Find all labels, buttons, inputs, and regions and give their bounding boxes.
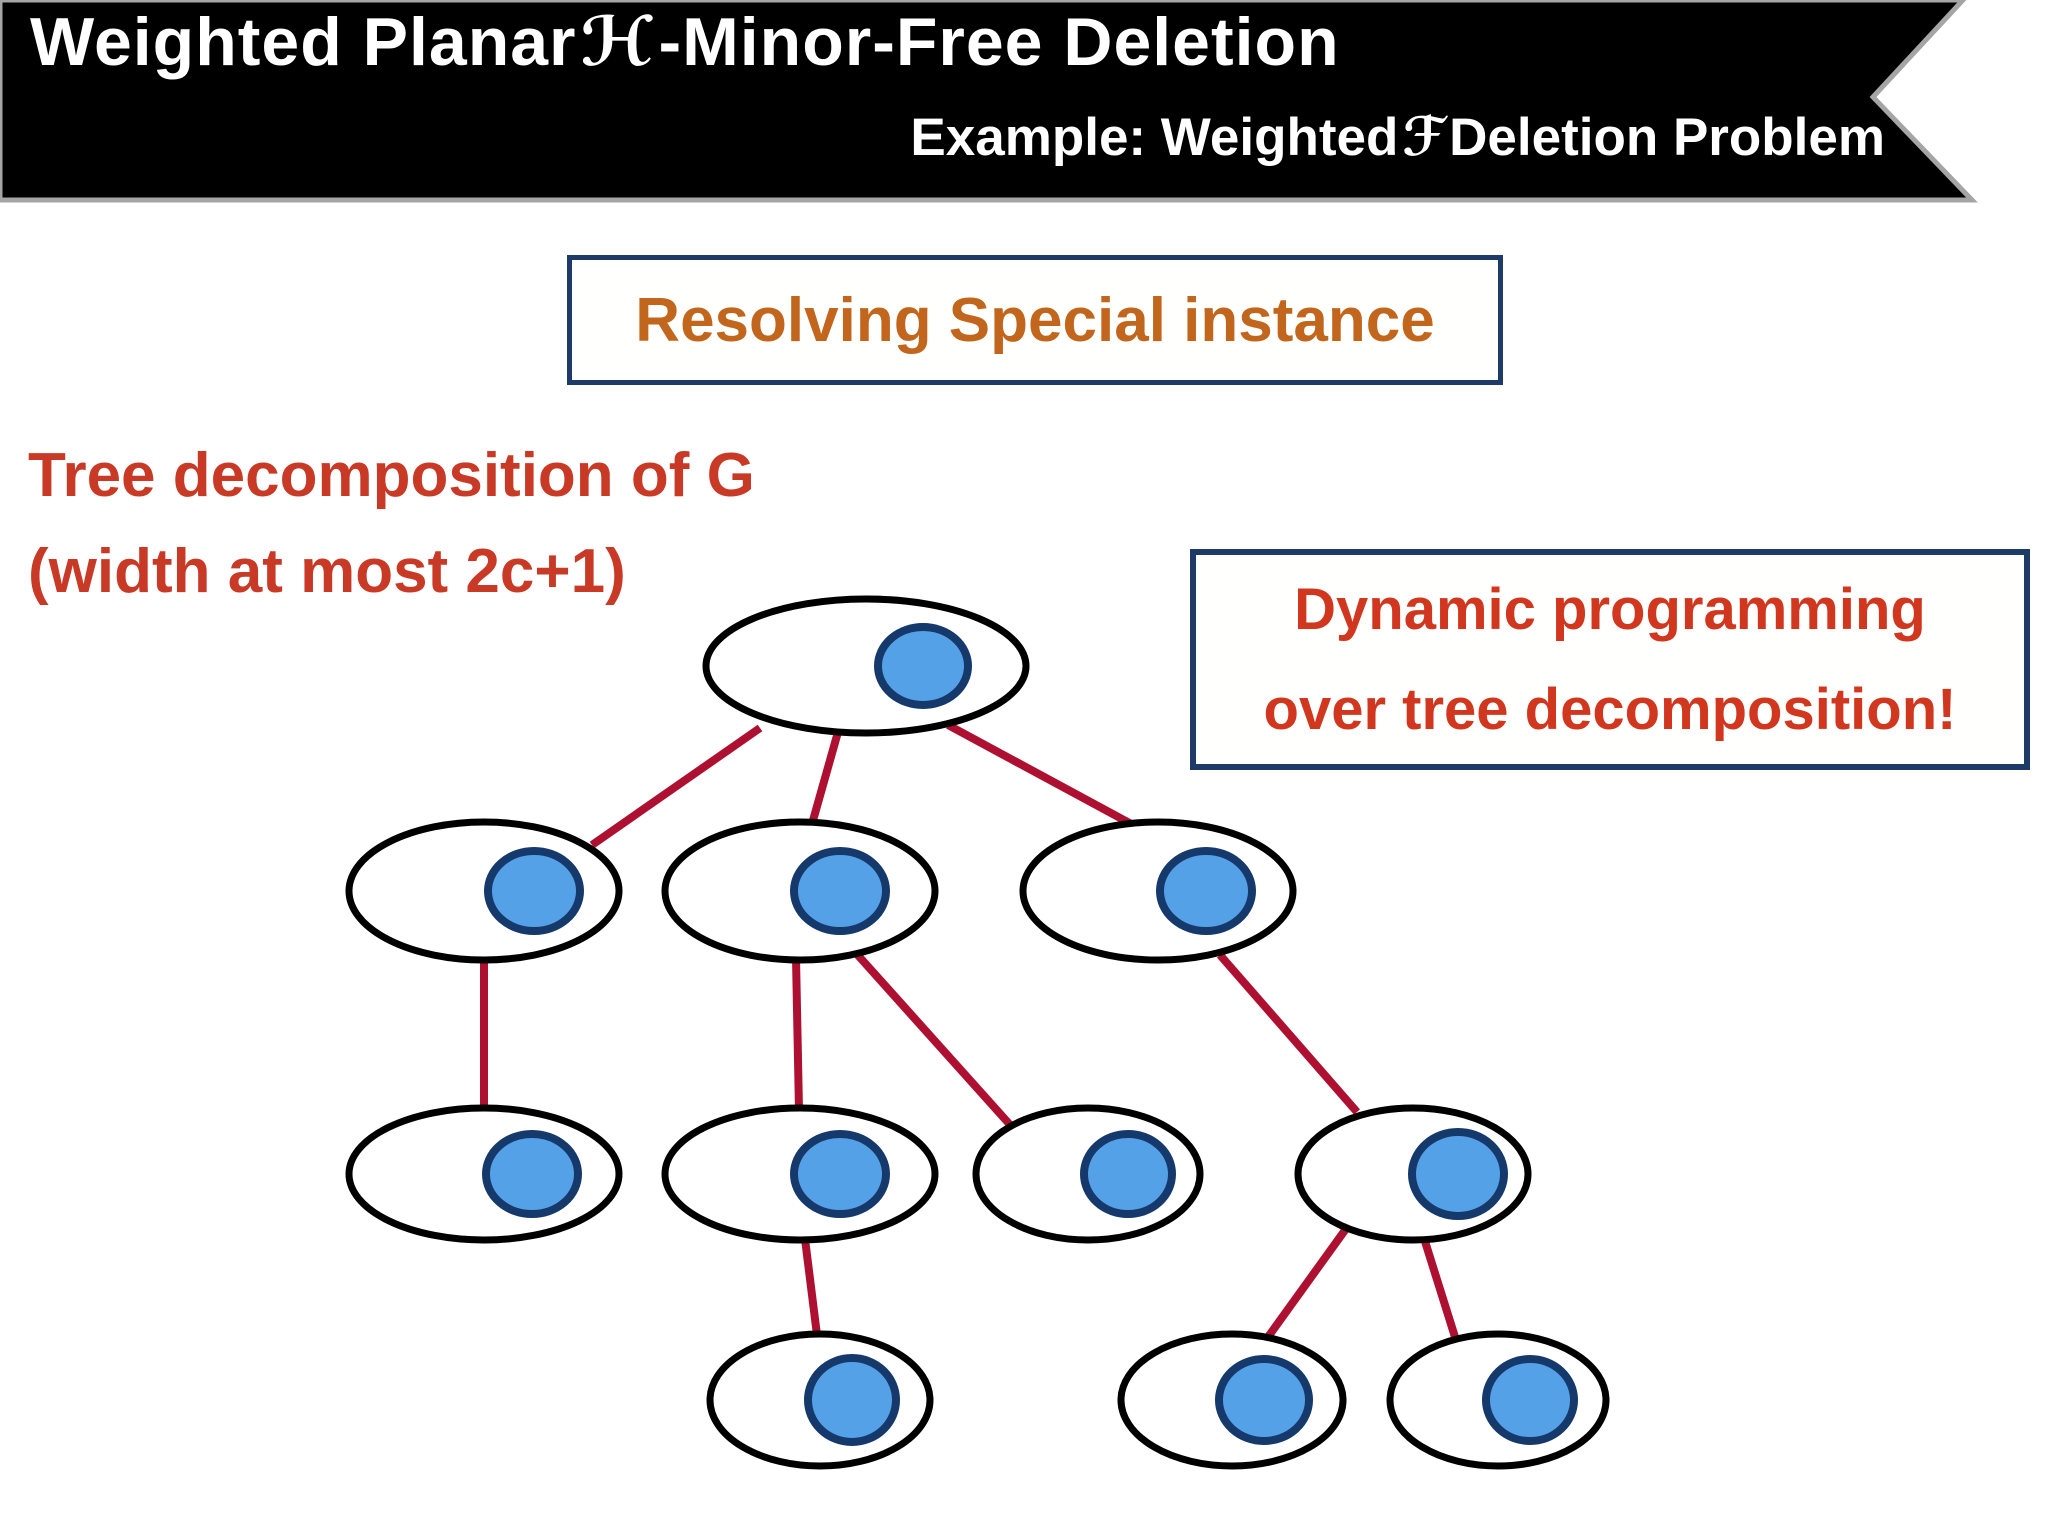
vertex-dot <box>1215 1355 1313 1445</box>
vertex-dot <box>790 847 890 935</box>
resolving-box-label: Resolving Special instance <box>635 285 1435 355</box>
tree-edge <box>852 949 1015 1130</box>
tree-decomposition-note: Tree decomposition of G (width at most 2… <box>28 428 755 620</box>
tree-node-bag <box>661 1104 939 1244</box>
bag-ellipse <box>702 595 1030 737</box>
subtitle-script-f: ℱ <box>1402 106 1446 168</box>
tree-edge <box>792 957 803 1111</box>
tree-node-bag <box>345 1104 623 1244</box>
dynamic-programming-line2: over tree decomposition! <box>1263 676 1957 742</box>
tree-edge <box>589 724 763 849</box>
tree-edge <box>946 721 1137 830</box>
tree-node-bag <box>702 595 1030 737</box>
slide-title: Weighted Planarℋ-Minor-Free Deletion <box>30 2 1340 82</box>
subtitle-post: Deletion Problem <box>1449 108 1885 167</box>
dynamic-programming-line1: Dynamic programming <box>1294 576 1926 642</box>
tree-node-bag <box>972 1104 1204 1244</box>
banner-ribbon-shape <box>0 0 1978 203</box>
vertex-dot <box>484 847 584 935</box>
tree-edge <box>1264 1223 1352 1340</box>
vertex-dot <box>1156 847 1256 935</box>
vertex-dot <box>482 1130 582 1218</box>
title-post: -Minor-Free Deletion <box>658 4 1340 80</box>
tree-node-bag <box>345 818 623 964</box>
tree-edge <box>1216 952 1361 1115</box>
vertex-dot <box>804 1354 900 1446</box>
subtitle-pre: Example: Weighted <box>910 108 1399 167</box>
vertex-dot <box>1408 1128 1508 1220</box>
tree-node-bag <box>1386 1330 1610 1470</box>
tree-node-bag <box>706 1330 934 1470</box>
vertex-dot <box>874 623 972 709</box>
tree-edge <box>1419 1233 1459 1339</box>
tree-decomposition-note-line1: Tree decomposition of G <box>28 441 755 510</box>
tree-edge <box>808 730 842 826</box>
tree-node-bag <box>1117 1330 1347 1470</box>
dynamic-programming-box: Dynamic programming over tree decomposit… <box>1190 549 2030 770</box>
header-banner <box>0 0 1978 203</box>
vertex-dot <box>790 1130 890 1218</box>
tree-node-bag <box>1294 1104 1532 1244</box>
tree-edge <box>801 1238 821 1336</box>
title-pre: Weighted Planar <box>30 4 577 80</box>
tree-node-bag <box>661 818 939 964</box>
resolving-special-instance-box: Resolving Special instance <box>567 255 1503 385</box>
title-script-h: ℋ <box>580 2 655 82</box>
tree-node-bag <box>1019 818 1297 964</box>
slide-subtitle: Example: WeightedℱDeletion Problem <box>910 106 1885 168</box>
vertex-dot <box>1482 1355 1578 1445</box>
vertex-dot <box>1080 1130 1176 1218</box>
tree-decomposition-note-line2: (width at most 2c+1) <box>28 537 626 606</box>
